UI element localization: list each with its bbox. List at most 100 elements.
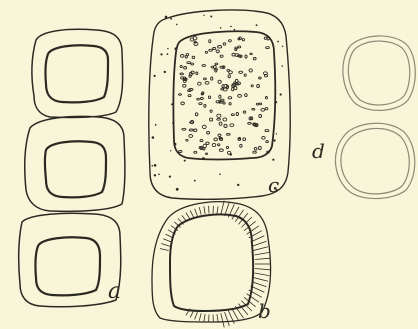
pit-mark xyxy=(206,142,209,144)
pit-mark xyxy=(194,129,197,132)
pit-mark xyxy=(253,58,256,60)
figure-b-inner-wall xyxy=(170,214,253,311)
figure-a-cell-3-inner xyxy=(35,237,100,295)
pit-mark xyxy=(211,66,214,68)
wall-dot xyxy=(155,124,157,126)
pit-mark xyxy=(212,143,216,146)
pit-mark xyxy=(266,47,270,49)
pit-mark xyxy=(217,118,221,120)
figure-c-inner-lumen xyxy=(173,31,275,159)
pit-mark xyxy=(250,53,252,55)
pit-mark xyxy=(244,74,246,76)
stria-line xyxy=(163,239,171,242)
stria-line xyxy=(199,313,201,321)
wall-dot xyxy=(203,15,204,16)
figure-a-group: a xyxy=(19,29,125,306)
wall-dot xyxy=(276,133,277,134)
pit-mark xyxy=(187,62,191,64)
wall-dot xyxy=(282,65,284,67)
pit-mark xyxy=(238,139,240,141)
pit-mark xyxy=(259,115,262,118)
pit-mark xyxy=(218,80,221,83)
figure-d-label: d xyxy=(312,139,325,163)
wall-dot xyxy=(154,75,156,77)
pit-mark xyxy=(207,132,210,135)
pit-mark xyxy=(235,79,238,82)
pit-mark xyxy=(254,147,257,150)
pit-mark xyxy=(216,50,219,53)
pit-mark xyxy=(185,55,187,58)
pit-mark xyxy=(239,71,243,73)
pit-mark xyxy=(229,71,233,74)
pit-mark xyxy=(199,103,202,105)
pit-mark xyxy=(223,43,226,45)
pit-mark xyxy=(265,130,269,132)
pit-mark xyxy=(205,51,207,53)
wall-dot xyxy=(176,24,178,26)
stria-line xyxy=(195,209,198,216)
stria-line xyxy=(199,207,201,215)
wall-dot xyxy=(171,103,173,105)
pit-mark xyxy=(221,88,224,90)
pit-mark xyxy=(265,97,267,99)
pit-mark xyxy=(218,144,220,146)
pit-mark xyxy=(186,139,188,141)
pit-mark xyxy=(259,77,262,79)
wall-dot xyxy=(220,27,222,29)
wall-dot xyxy=(175,47,178,50)
stria-line xyxy=(221,313,224,327)
stria-line xyxy=(161,244,170,247)
pit-mark xyxy=(263,72,267,75)
wall-dot xyxy=(170,18,172,20)
wall-dot xyxy=(154,174,156,176)
pit-mark xyxy=(261,108,265,111)
pit-mark xyxy=(248,123,252,125)
pit-mark xyxy=(219,122,222,125)
wall-dot xyxy=(167,48,168,49)
pit-mark xyxy=(181,102,185,105)
wall-dot xyxy=(169,176,171,178)
pit-mark xyxy=(180,55,184,58)
wall-dot xyxy=(275,101,277,103)
stria-line xyxy=(254,273,269,276)
figure-a-label: a xyxy=(108,279,121,304)
wall-dot xyxy=(230,26,232,28)
pit-mark xyxy=(191,63,194,65)
pit-mark xyxy=(256,103,259,105)
figure-a-cell-1-inner xyxy=(45,45,108,102)
pit-mark xyxy=(179,151,182,153)
stria-line xyxy=(190,210,194,217)
stria-line xyxy=(252,241,266,246)
pit-mark xyxy=(267,37,269,40)
wall-dot xyxy=(272,159,274,161)
figure-c-label: c xyxy=(268,173,279,197)
pit-mark xyxy=(217,114,221,117)
pit-mark xyxy=(210,118,213,121)
pit-mark xyxy=(204,105,206,108)
wall-dot xyxy=(154,164,157,167)
wall-dot xyxy=(277,41,279,43)
pit-mark xyxy=(265,108,268,110)
figure-c-group: c xyxy=(149,10,290,199)
pit-mark xyxy=(242,39,244,41)
pit-mark xyxy=(251,85,253,87)
wall-dot xyxy=(202,157,205,160)
stria-line xyxy=(186,213,190,220)
figure-d-cell-1-outer xyxy=(343,36,415,110)
pit-mark xyxy=(249,69,252,72)
stria-line xyxy=(252,282,266,287)
pit-mark xyxy=(245,55,247,58)
pit-mark xyxy=(258,146,261,149)
pit-mark xyxy=(252,109,255,111)
figure-a-cell-2-inner xyxy=(45,141,106,197)
wall-dot xyxy=(176,188,179,191)
wall-dot xyxy=(274,139,276,141)
pit-mark xyxy=(224,85,228,88)
wall-dot xyxy=(280,93,282,95)
pit-mark xyxy=(240,144,242,147)
pit-mark xyxy=(243,138,246,141)
pit-mark xyxy=(215,63,218,65)
pit-mark xyxy=(231,114,234,116)
